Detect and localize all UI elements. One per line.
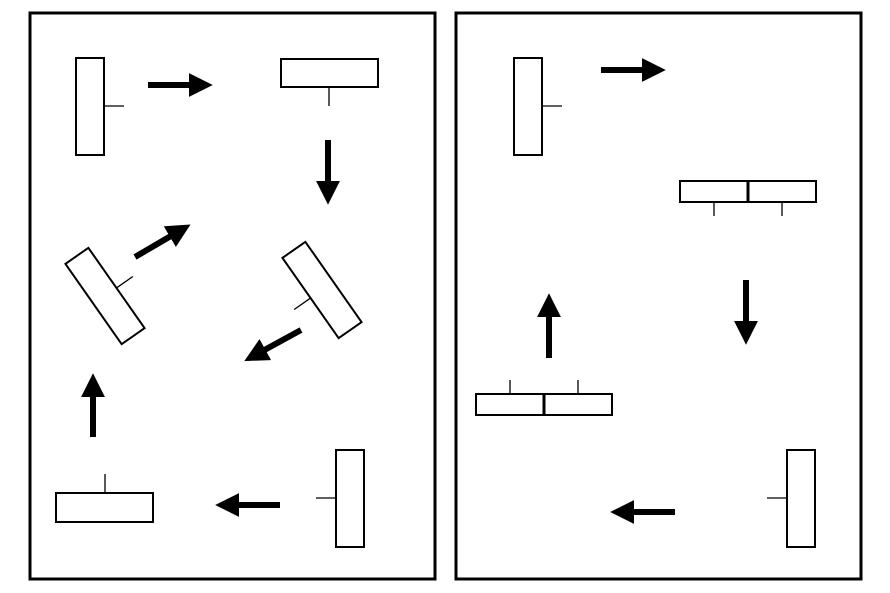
right-shape-3	[475, 380, 613, 416]
right-shape-1	[513, 57, 562, 156]
right-shape-4	[767, 449, 816, 548]
left-shape-1	[75, 57, 124, 156]
left-panel	[28, 11, 437, 581]
right-panel	[454, 11, 863, 581]
right-shape-2	[679, 180, 817, 216]
left-arrow-down-left	[244, 327, 303, 362]
left-shape-6	[316, 449, 365, 548]
left-shape-2	[280, 58, 379, 106]
left-shape-4	[64, 246, 146, 346]
left-shape-3	[281, 240, 363, 340]
left-arrow-up-right	[133, 224, 191, 260]
left-shape-5	[55, 474, 154, 523]
